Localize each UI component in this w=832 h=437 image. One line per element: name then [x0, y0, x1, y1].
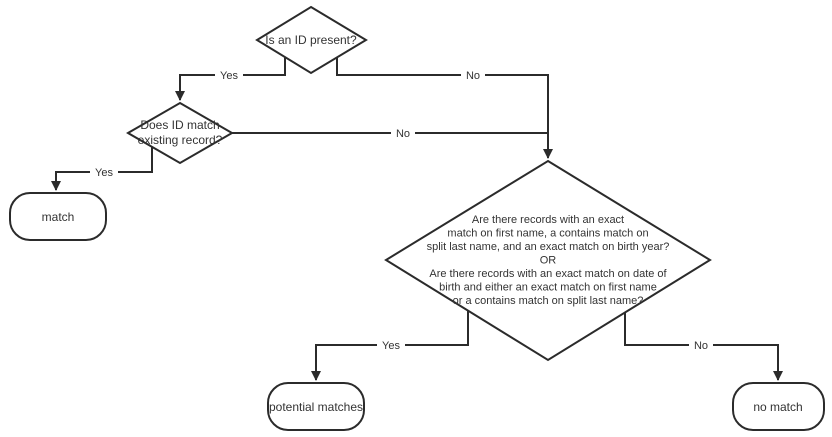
edge-label-bg — [215, 68, 243, 81]
terminal-potential-matches[interactable] — [267, 382, 365, 431]
edge-label-bg — [90, 165, 118, 178]
fuzzy-question-line: OR — [540, 255, 557, 267]
terminal-match-label: match — [42, 210, 75, 224]
edge-label-id-match-no: No — [396, 128, 410, 140]
fuzzy-question-line: split last name, and an exact match on b… — [427, 241, 670, 253]
edge-label-id-present-no: No — [466, 70, 480, 82]
edge-label-bg — [689, 338, 713, 351]
edge-label-bg — [377, 338, 405, 351]
decision-does-id-match-line2: existing record? — [138, 133, 223, 147]
edge-label-bg — [391, 126, 415, 139]
edge-label-id-present-yes: Yes — [220, 70, 238, 82]
terminal-potential-matches-label: potential matches — [269, 400, 363, 414]
fuzzy-question-line: birth and either an exact match on first… — [439, 282, 657, 294]
decision-fuzzy-match-question[interactable] — [384, 159, 712, 362]
edge-id-present-no — [336, 57, 553, 159]
edge-label-fuzzy-yes: Yes — [382, 340, 400, 352]
fuzzy-question-line: match on first name, a contains match on — [447, 228, 648, 240]
terminal-no-match[interactable] — [732, 382, 825, 431]
terminal-match[interactable] — [9, 192, 107, 241]
fuzzy-question-line: or a contains match on split last name? — [453, 295, 644, 307]
fuzzy-question-line: Are there records with an exact match on… — [429, 268, 667, 280]
decision-is-id-present[interactable] — [255, 5, 368, 75]
decision-does-id-match[interactable] — [125, 101, 235, 165]
edge-label-id-match-yes: Yes — [95, 167, 113, 179]
edge-label-bg — [461, 68, 485, 81]
fuzzy-question-line: Are there records with an exact — [472, 214, 624, 226]
decision-does-id-match-line1: Does ID match — [140, 118, 219, 132]
terminal-no-match-label: no match — [753, 400, 802, 414]
decision-is-id-present-label: Is an ID present? — [265, 33, 357, 47]
edge-label-fuzzy-no: No — [694, 340, 708, 352]
